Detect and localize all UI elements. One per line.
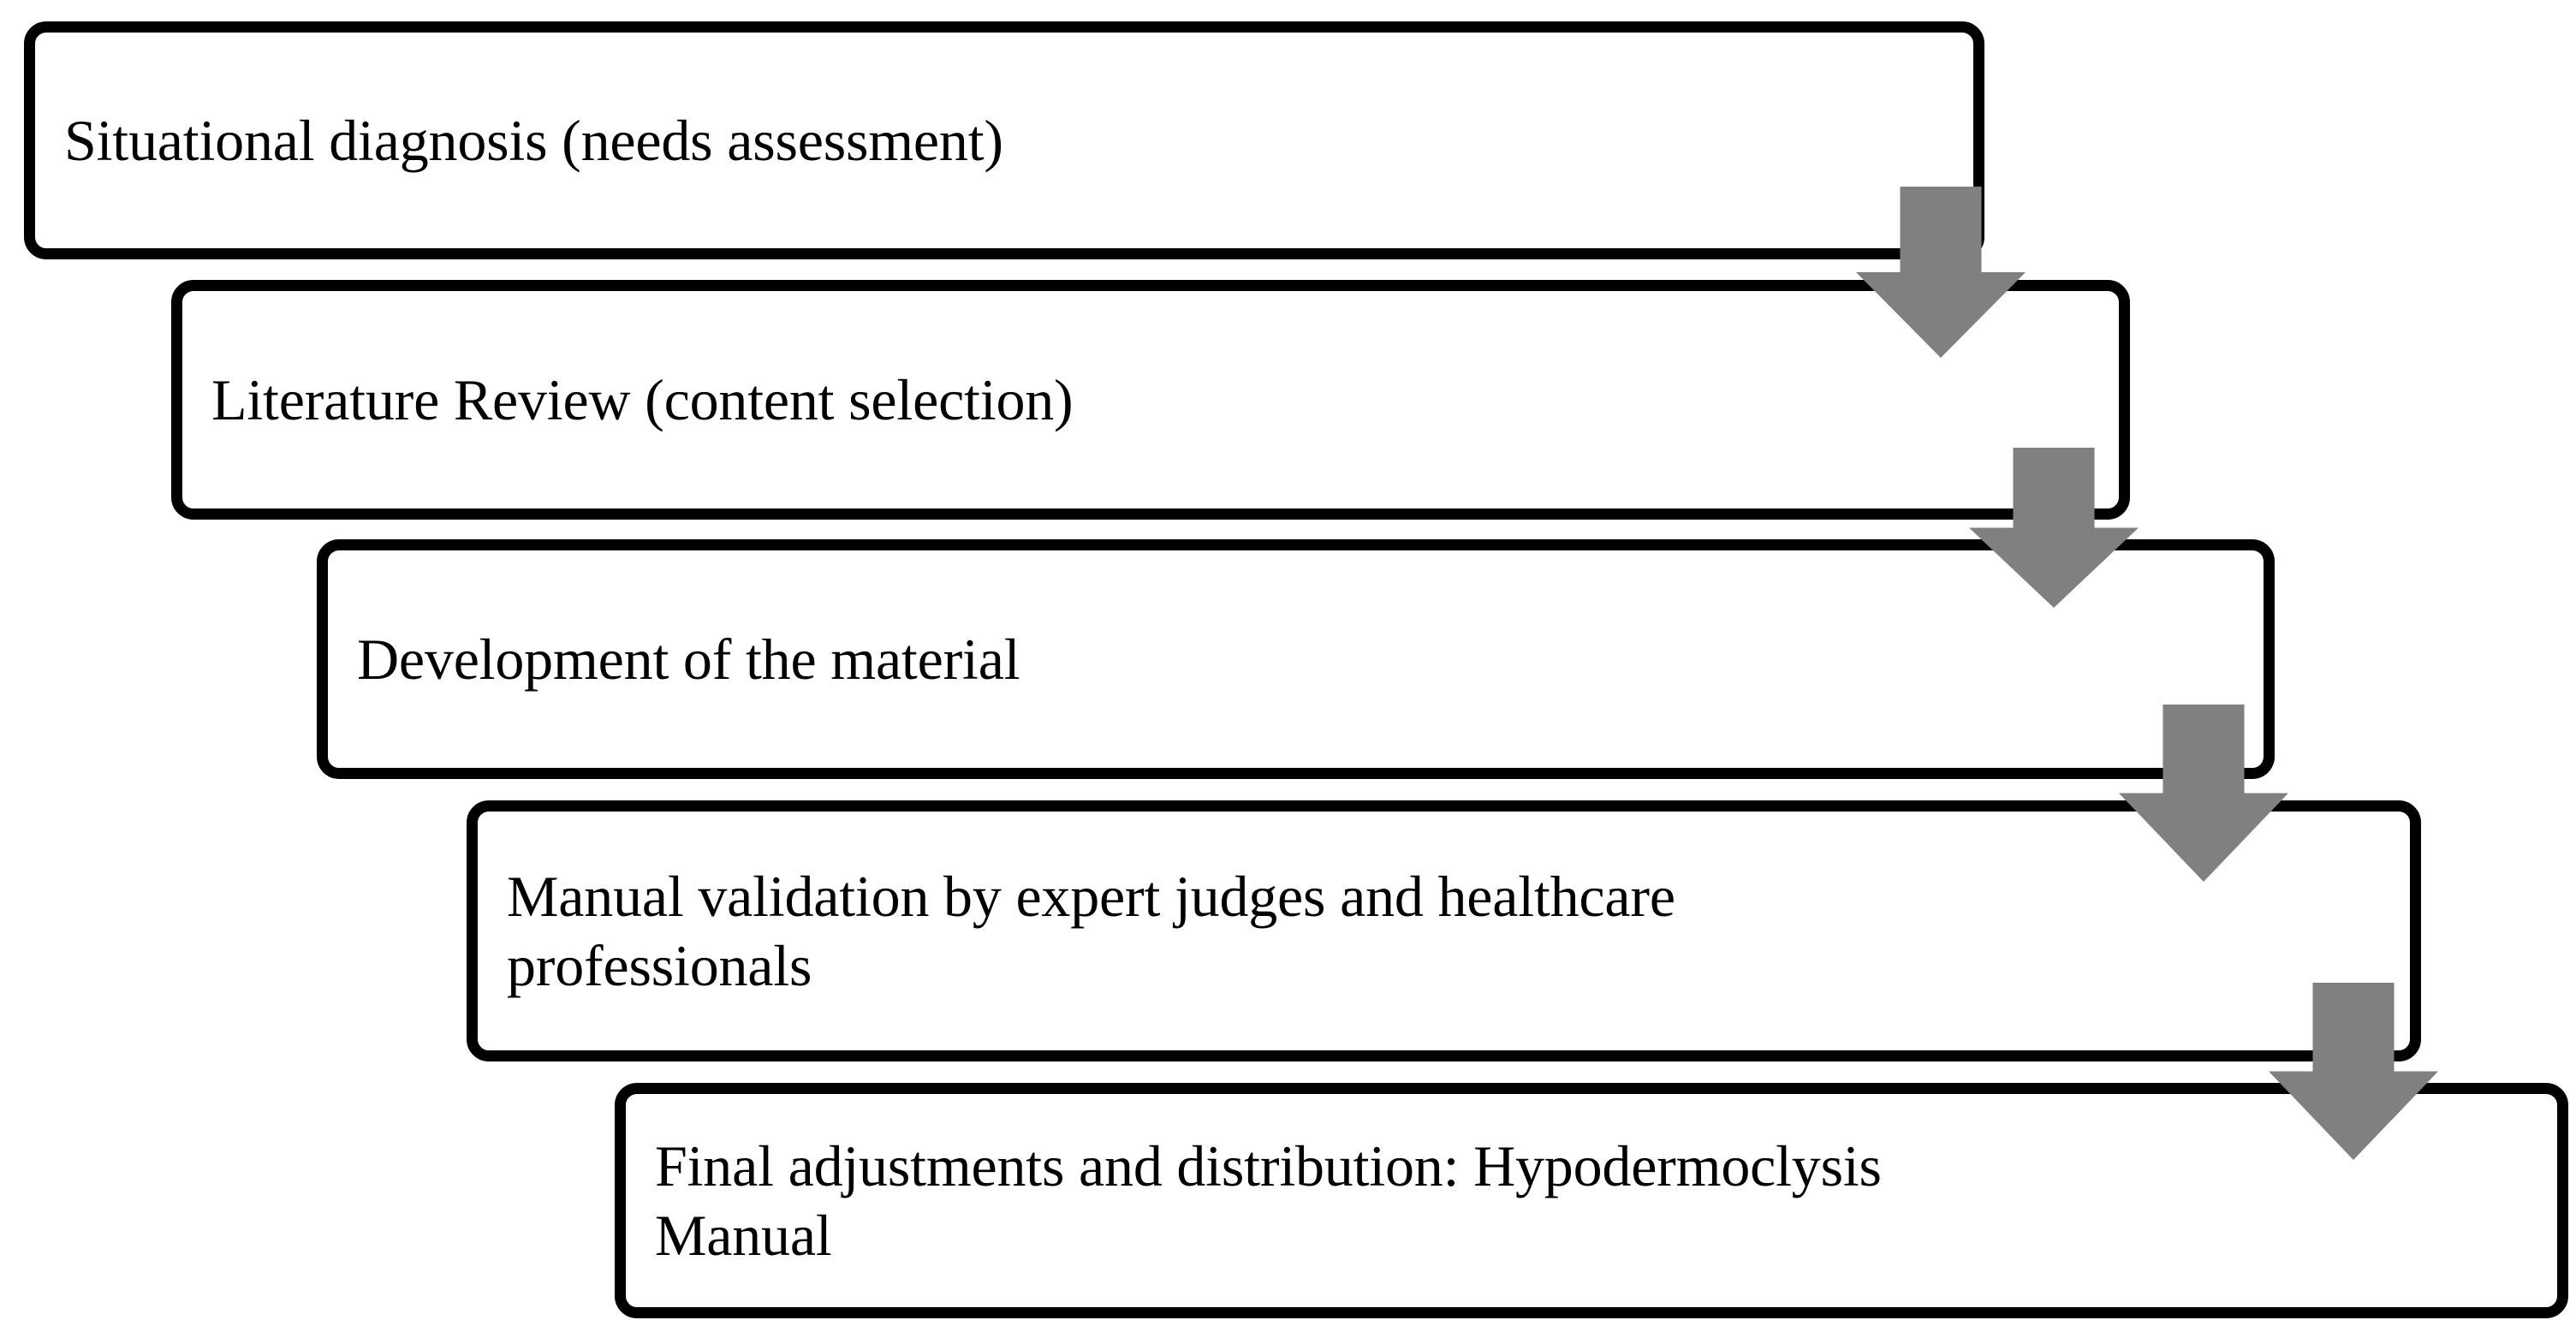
process-step-label-5: Final adjustments and distribution: Hypo… xyxy=(655,1133,1882,1268)
process-step-label-1: Situational diagnosis (needs assessment) xyxy=(64,107,1003,173)
process-step-label-4: Manual validation by expert judges and h… xyxy=(507,864,1675,998)
process-step-box-1[interactable]: Situational diagnosis (needs assessment) xyxy=(24,21,1984,259)
process-step-box-2[interactable]: Literature Review (content selection) xyxy=(171,280,2130,520)
process-step-box-5[interactable]: Final adjustments and distribution: Hypo… xyxy=(615,1083,2568,1318)
process-step-label-3: Development of the material xyxy=(357,626,1020,692)
process-step-label-2: Literature Review (content selection) xyxy=(211,366,1074,432)
process-step-box-3[interactable]: Development of the material xyxy=(317,539,2275,779)
process-step-box-4[interactable]: Manual validation by expert judges and h… xyxy=(467,800,2421,1061)
